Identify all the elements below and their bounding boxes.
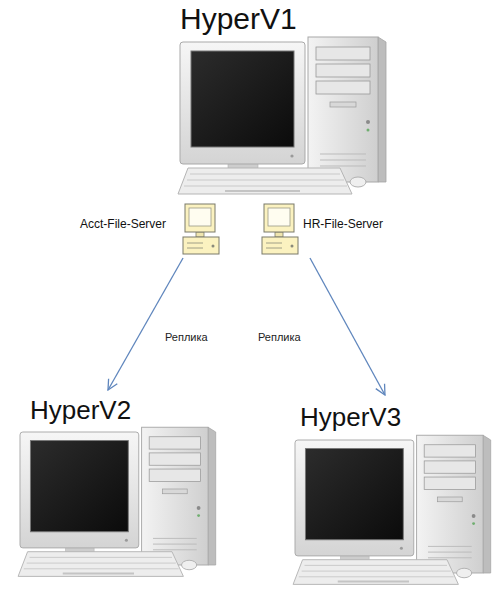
host-server: HyperV1 (175, 0, 390, 195)
replication-arrow (310, 258, 385, 395)
vm-icon (262, 204, 298, 254)
vm-icon (183, 204, 219, 254)
node-label: HyperV3 (300, 403, 401, 432)
virtual-machine: HR-File-Server (258, 200, 423, 258)
node-label: Acct-File-Server (80, 218, 166, 231)
server-computer (178, 37, 386, 194)
node-label: HyperV1 (180, 2, 297, 35)
server-computer (18, 427, 216, 576)
virtual-machine: Acct-File-Server (75, 200, 223, 258)
host-server: HyperV3 (290, 395, 485, 595)
server-computer (293, 435, 491, 584)
replication-arrow (108, 258, 183, 390)
node-label: HR-File-Server (303, 218, 383, 231)
edge-label: Реплика (258, 331, 301, 343)
node-label: HyperV2 (30, 396, 131, 425)
host-server: HyperV2 (15, 390, 215, 590)
edge-label: Реплика (165, 331, 208, 343)
